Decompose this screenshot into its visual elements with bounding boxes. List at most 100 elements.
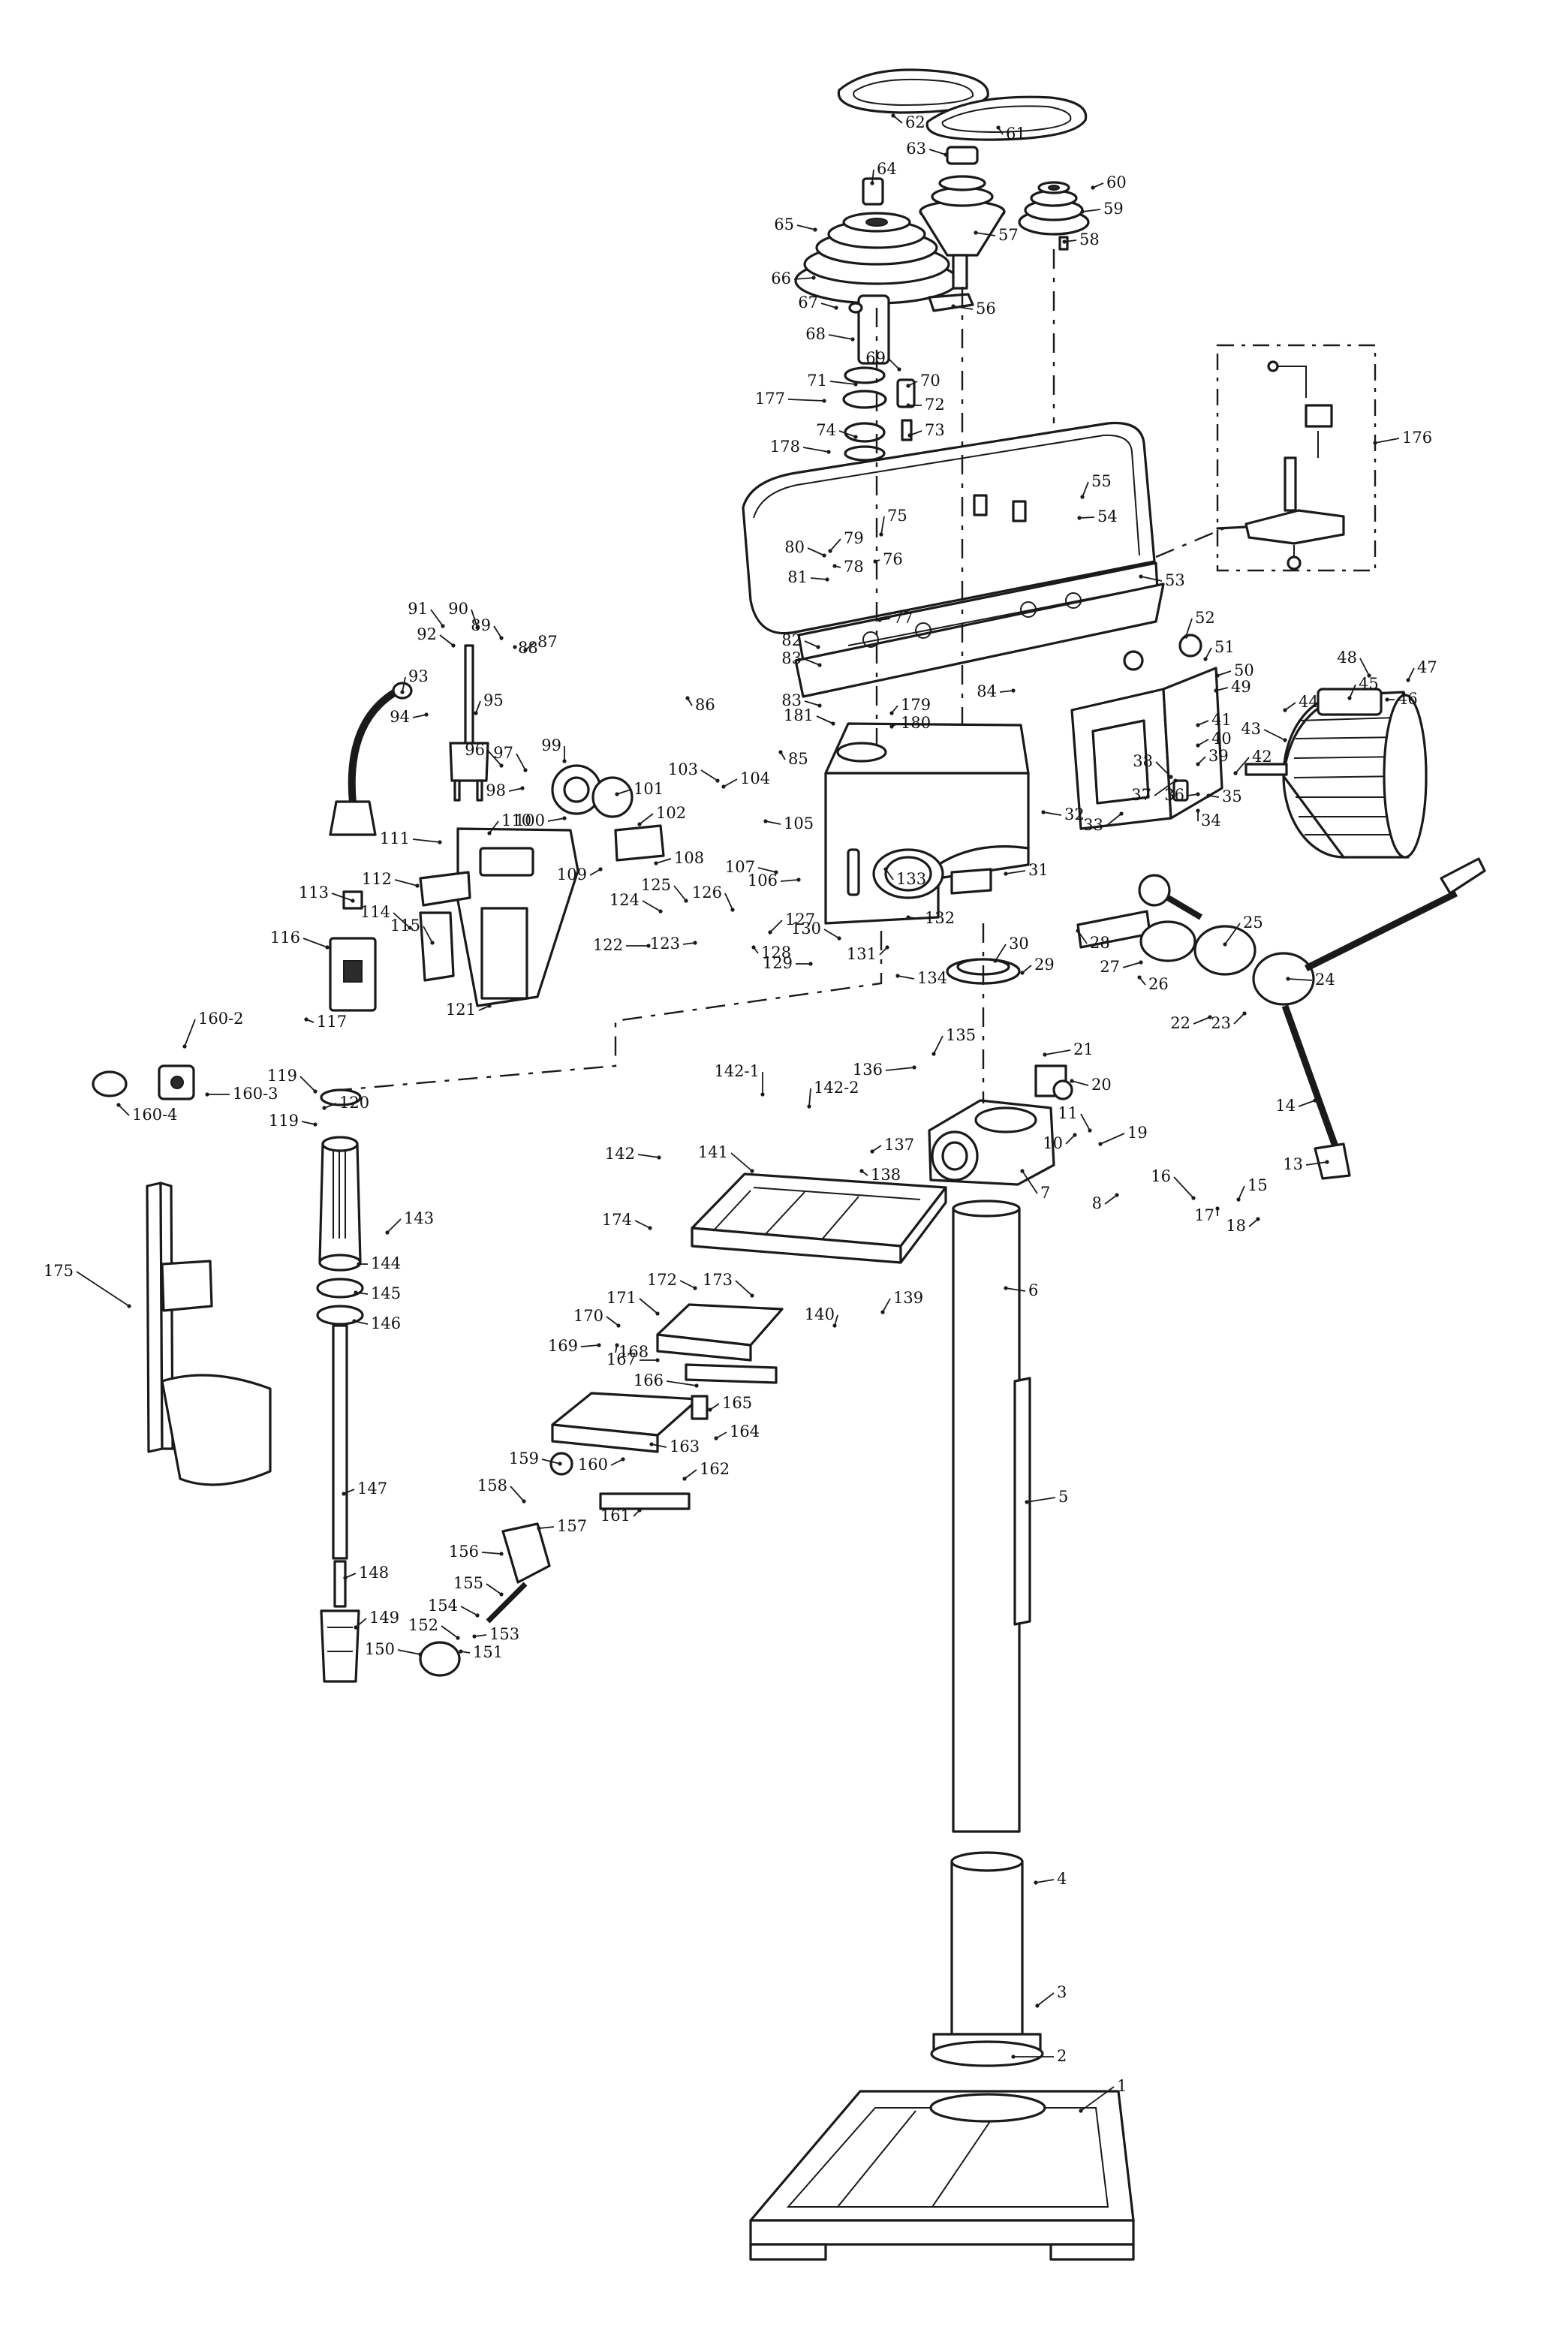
- callout-anchor-dot: [472, 1634, 477, 1639]
- callout-leader: [441, 1625, 459, 1639]
- part-number-label: 45: [1359, 675, 1379, 693]
- callout-anchor-dot: [616, 1323, 621, 1328]
- callout-anchor-dot: [438, 840, 442, 844]
- part-number-label: 133: [896, 870, 926, 888]
- callout-anchor-dot: [837, 936, 841, 941]
- callout-anchor-dot: [648, 1226, 652, 1230]
- callout-anchor-dot: [313, 1122, 318, 1127]
- part-number-label: 2: [1057, 2047, 1067, 2065]
- part-number-label: 114: [360, 903, 390, 921]
- part-number-label: 18: [1226, 1217, 1246, 1235]
- callout-anchor-dot: [721, 784, 726, 789]
- callout-anchor-dot: [1286, 977, 1290, 981]
- part-number-label: 135: [946, 1026, 976, 1044]
- part-number-label: 11: [1058, 1104, 1078, 1122]
- callout-leader: [1022, 965, 1032, 974]
- callout-leader: [486, 1583, 502, 1595]
- callout-leader: [460, 1606, 478, 1616]
- callout-leader: [402, 676, 406, 693]
- callout-leader: [412, 838, 441, 843]
- callout-leader: [642, 900, 661, 912]
- callout-anchor-dot: [763, 819, 768, 823]
- callout-leader: [324, 1103, 337, 1109]
- part-number-label: 111: [380, 829, 410, 847]
- callout-leader: [828, 334, 853, 340]
- part-number-label: 67: [798, 294, 818, 312]
- part-number-label: 124: [609, 891, 640, 909]
- callout-anchor-dot: [342, 1492, 346, 1496]
- callout-anchor-dot: [655, 1358, 660, 1362]
- part-number-label: 87: [537, 633, 558, 651]
- callout-anchor-dot: [895, 974, 900, 978]
- part-number-label: 148: [359, 1564, 389, 1582]
- callout-anchor-dot: [182, 1044, 187, 1049]
- callout-anchor-dot: [456, 1636, 460, 1640]
- callout-anchor-dot: [1347, 696, 1352, 700]
- column: [952, 1200, 1031, 1833]
- callout-leader: [700, 769, 718, 781]
- callout-leader: [723, 778, 738, 787]
- callout-anchor-dot: [655, 1311, 660, 1316]
- callout-anchor-dot: [951, 304, 956, 309]
- callout-leader: [589, 868, 601, 876]
- callout-leader: [639, 813, 654, 825]
- callout-leader: [1044, 1049, 1071, 1055]
- callout-anchor-dot: [1098, 1142, 1103, 1146]
- part-number-label: 172: [647, 1271, 677, 1289]
- part-number-label: 173: [703, 1271, 733, 1289]
- callout-leader: [820, 303, 837, 309]
- callout-leader: [882, 1298, 891, 1313]
- part-number-label: 95: [483, 691, 504, 709]
- callout-anchor-dot: [1011, 2055, 1016, 2059]
- callout-anchor-dot: [598, 867, 603, 871]
- part-number-label: 78: [844, 558, 864, 576]
- callout-leader: [1217, 670, 1232, 676]
- callout-anchor-dot: [354, 1625, 358, 1630]
- part-number-label: 93: [408, 667, 429, 685]
- callout-anchor-dot: [715, 778, 720, 783]
- callout-anchor-dot: [912, 1065, 916, 1070]
- callout-anchor-dot: [1115, 1193, 1119, 1197]
- part-number-label: 80: [784, 538, 805, 556]
- callout-anchor-dot: [685, 696, 690, 700]
- callout-leader: [757, 867, 777, 873]
- callout-anchor-dot: [1283, 738, 1287, 742]
- callout-anchor-dot: [1283, 708, 1287, 712]
- quill-assembly: [316, 1088, 364, 1683]
- part-number-label: 99: [541, 736, 561, 754]
- part-number-label: 37: [1131, 786, 1151, 804]
- callout-leader: [897, 975, 915, 980]
- part-number-label: 146: [371, 1314, 401, 1332]
- callout-leader: [933, 1035, 944, 1055]
- part-number-label: 84: [977, 682, 997, 700]
- callout-anchor-dot: [831, 721, 835, 726]
- callout-leader: [829, 381, 856, 385]
- callout-leader: [1235, 757, 1250, 774]
- callout-leader: [538, 1526, 555, 1529]
- callout-leader: [354, 1320, 369, 1325]
- callout-leader: [489, 820, 499, 834]
- callout-anchor-dot: [418, 1652, 423, 1657]
- callout-anchor-dot: [1215, 673, 1220, 678]
- callout-anchor-dot: [832, 1323, 837, 1328]
- part-number-label: 164: [730, 1422, 760, 1440]
- callout-anchor-dot: [621, 1457, 625, 1461]
- callout-anchor-dot: [873, 559, 877, 564]
- callout-anchor-dot: [487, 1004, 492, 1008]
- part-number-label: 39: [1208, 747, 1229, 765]
- inset-detail-176: [1216, 344, 1377, 572]
- part-number-label: 70: [920, 372, 940, 390]
- work-table: [691, 1172, 947, 1264]
- part-number-label: 91: [408, 600, 428, 618]
- part-number-label: 59: [1103, 200, 1124, 218]
- callout-anchor-dot: [1206, 793, 1211, 798]
- part-number-label: 109: [557, 865, 587, 884]
- callout-leader: [547, 817, 565, 822]
- callout-anchor-dot: [1173, 778, 1178, 783]
- spindle-bearings: [842, 366, 916, 462]
- part-number-label: 98: [486, 781, 506, 799]
- callout-leader: [487, 750, 502, 766]
- part-number-label: 4: [1057, 1870, 1067, 1888]
- part-number-label: 160: [578, 1455, 608, 1474]
- callout-leader: [301, 1121, 316, 1125]
